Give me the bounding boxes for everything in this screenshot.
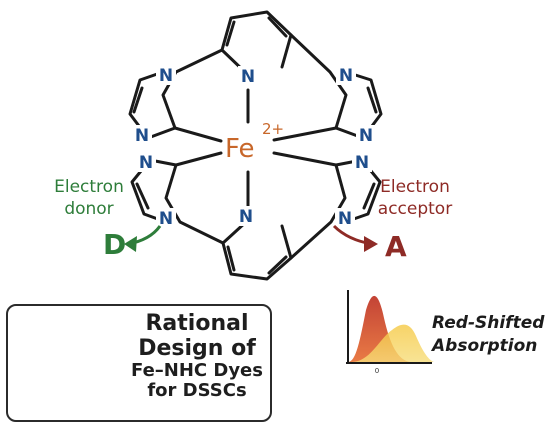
absorption-line-1: Red-Shifted bbox=[432, 313, 545, 333]
donor-label-line2: donor bbox=[64, 199, 114, 220]
nitrogen-label: N bbox=[241, 67, 255, 87]
acceptor-arrow: A bbox=[332, 224, 407, 263]
axis-tick-label: 0 bbox=[375, 367, 379, 375]
absorption-caption: Red-Shifted Absorption bbox=[432, 312, 550, 358]
acceptor-label-line2: acceptor bbox=[377, 199, 453, 220]
iron-center: Fe 2+ bbox=[225, 120, 284, 164]
acceptor-letter: A bbox=[385, 230, 407, 263]
nitrogen-label: N bbox=[359, 126, 373, 146]
nitrogen-label: N bbox=[339, 66, 353, 86]
nitrogen-label: N bbox=[159, 66, 173, 86]
title-line-1: Rational bbox=[145, 311, 249, 336]
title-text: Rational Design of Fe–NHC Dyes for DSSCs bbox=[122, 311, 272, 402]
nitrogen-label: N bbox=[239, 207, 253, 227]
nitrogen-label: N bbox=[338, 209, 352, 229]
iron-charge: 2+ bbox=[262, 120, 284, 138]
title-box bbox=[6, 304, 272, 422]
acceptor-label-line1: Electron bbox=[380, 177, 450, 197]
molecule-skeleton bbox=[128, 10, 383, 281]
acceptor-label: Electron acceptor bbox=[360, 176, 470, 220]
red-absorption-peak bbox=[348, 295, 410, 362]
nitrogen-label: N bbox=[139, 153, 153, 173]
iron-symbol: Fe bbox=[225, 134, 255, 164]
donor-label-line1: Electron bbox=[54, 177, 124, 197]
donor-label: Electron donor bbox=[44, 176, 134, 220]
nitrogen-label: N bbox=[159, 209, 173, 229]
nitrogen-atoms: N N N N N N N N N N bbox=[132, 65, 376, 229]
title-line-3: Fe–NHC Dyes bbox=[131, 360, 263, 382]
title-line-2: Design of bbox=[138, 335, 256, 361]
yellow-absorption-peak bbox=[352, 324, 434, 362]
absorption-line-2: Absorption bbox=[432, 335, 538, 356]
title-line-4: for DSSCs bbox=[147, 380, 247, 402]
donor-arrow: D bbox=[103, 225, 162, 261]
nitrogen-label: N bbox=[135, 126, 149, 146]
absorption-plot-icon: 0 bbox=[346, 290, 434, 375]
donor-letter: D bbox=[103, 228, 126, 261]
nitrogen-label: N bbox=[355, 153, 369, 173]
